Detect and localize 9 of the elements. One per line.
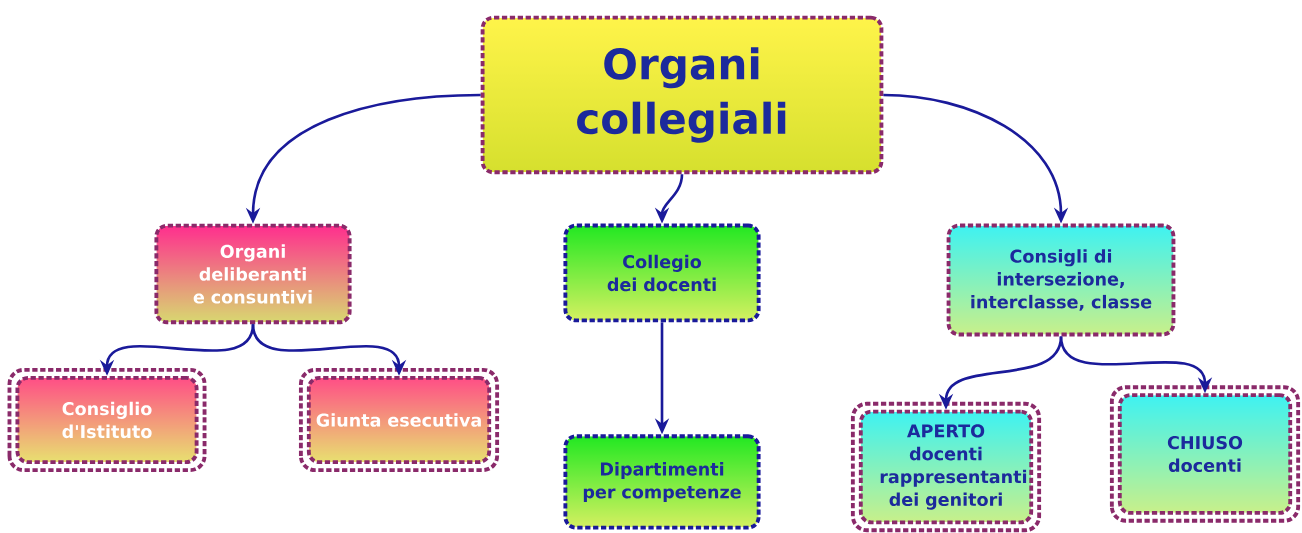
council-box: CHIUSO docenti xyxy=(1109,385,1301,523)
department-box: Dipartimenti per competenze xyxy=(563,434,761,530)
category-box: Consigli di intersezione, interclasse, classe xyxy=(946,223,1176,337)
council-box: Giunta esecutiva xyxy=(298,367,500,472)
title-box: Organi collegiali xyxy=(480,15,884,175)
category-box: Collegio dei docenti xyxy=(563,223,761,323)
council-box: Consiglio d'Istituto xyxy=(7,367,207,472)
council-box: APERTO docenti rappresentanti dei genitori xyxy=(850,401,1042,533)
category-box: Organi deliberanti e consuntivi xyxy=(154,223,352,325)
